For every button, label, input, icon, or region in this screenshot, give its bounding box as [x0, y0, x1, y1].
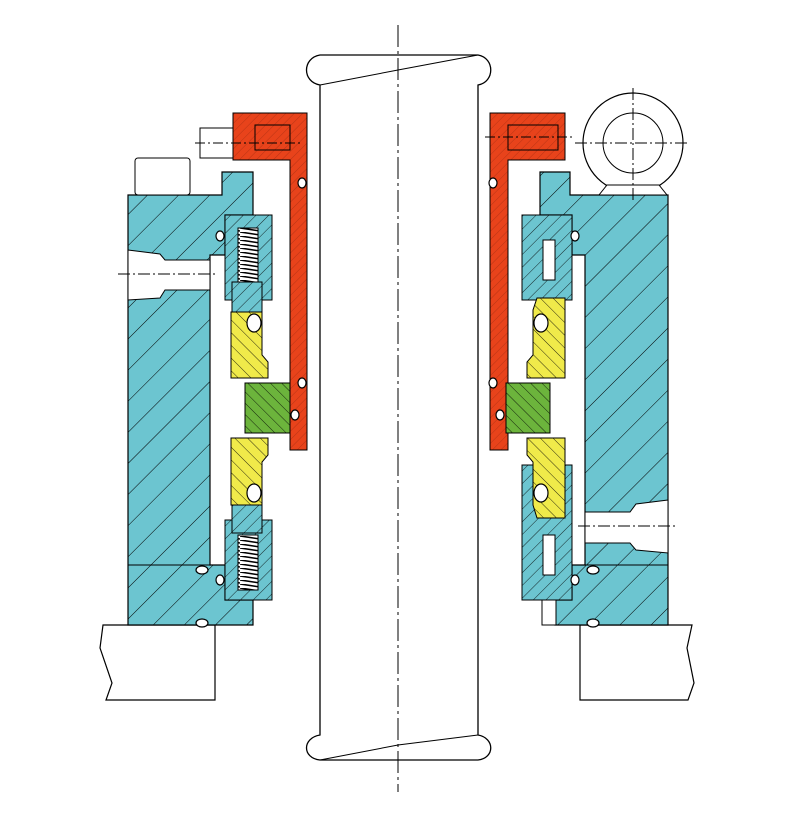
o-ring	[290, 409, 300, 421]
o-ring	[195, 565, 209, 575]
o-ring	[533, 483, 549, 503]
left-port	[127, 249, 211, 301]
o-ring	[215, 230, 225, 242]
o-ring	[297, 177, 307, 189]
right-rotating-ring	[505, 382, 551, 434]
o-ring	[246, 313, 262, 333]
left-upper-spring	[237, 227, 259, 286]
o-ring	[215, 574, 225, 586]
right-upper-stationary-seat	[526, 297, 566, 379]
o-ring	[297, 377, 307, 389]
shaft	[305, 54, 492, 761]
o-rings	[195, 177, 600, 628]
o-ring	[586, 618, 600, 628]
o-ring	[495, 409, 505, 421]
eye-bolt	[575, 88, 690, 200]
o-ring	[570, 230, 580, 242]
left-rotating-ring	[244, 382, 291, 434]
o-ring	[586, 565, 600, 575]
right-base-flange	[579, 624, 695, 701]
o-ring	[246, 483, 262, 503]
left-sleeve	[232, 112, 308, 451]
right-upper-pin	[542, 239, 556, 281]
o-ring	[488, 177, 498, 189]
right-drain-pin	[541, 599, 557, 626]
left-collar-screw	[254, 124, 291, 151]
left-lower-spring	[237, 534, 259, 591]
o-ring	[570, 574, 580, 586]
o-ring	[533, 313, 549, 333]
right-lower-pin	[542, 534, 556, 576]
left-top-plug	[134, 157, 191, 196]
o-ring	[488, 377, 498, 389]
left-base-flange	[99, 624, 216, 701]
o-ring	[195, 618, 209, 628]
